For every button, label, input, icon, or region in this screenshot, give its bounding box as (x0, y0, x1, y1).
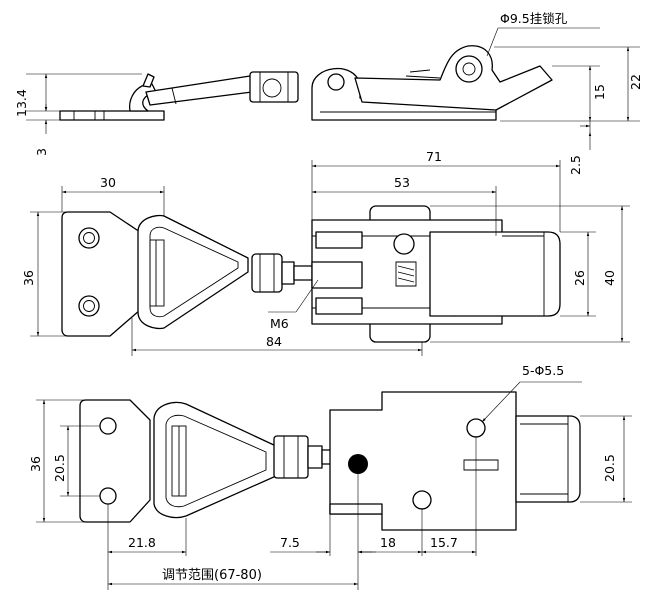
adjustment-range-label: 调节范围(67-80) (162, 568, 262, 583)
hole-note-label: Φ9.5挂锁孔 (500, 11, 568, 26)
bottom-view-dimensions: 5-Φ5.5 36 20.5 20.5 21.8 7.5 (28, 363, 632, 590)
dim-40: 40 (602, 270, 617, 286)
bottom-hook-plate (79, 399, 151, 523)
side-hook-base-plate (59, 110, 165, 121)
dim-7-5: 7.5 (280, 535, 300, 550)
dim-2-5: 2.5 (568, 155, 583, 175)
dim-13-4: 13.4 (14, 89, 29, 117)
dim-18: 18 (380, 535, 396, 550)
dim-15: 15 (592, 84, 607, 100)
side-view-dimensions: Φ9.5挂锁孔 22 15 2.5 13.4 3 (14, 11, 643, 175)
top-hook-plate (61, 211, 141, 337)
dim-53: 53 (394, 175, 410, 190)
bottom-nut (273, 435, 309, 479)
bottom-view (79, 391, 581, 531)
dim-21-8: 21.8 (128, 535, 156, 550)
dim-20-5-left: 20.5 (52, 454, 67, 482)
side-view (59, 45, 553, 121)
bottom-lever (515, 415, 581, 503)
top-view (61, 205, 561, 343)
dim-22: 22 (628, 74, 643, 90)
dim-36-bottom: 36 (28, 456, 43, 472)
side-nut-block (249, 71, 299, 103)
dim-36-top: 36 (21, 270, 36, 286)
top-lever (429, 231, 561, 317)
side-lever (354, 45, 553, 111)
bottom-rivet (348, 454, 368, 474)
dim-20-5-right: 20.5 (602, 454, 617, 482)
side-padlock-hole (455, 55, 483, 83)
top-nut (251, 253, 283, 293)
top-hook-loop (137, 214, 249, 330)
dim-15-7: 15.7 (430, 535, 458, 550)
dim-84: 84 (266, 334, 282, 349)
dim-26: 26 (572, 270, 587, 286)
dim-5-holes: 5-Φ5.5 (522, 363, 564, 378)
top-view-dimensions: 71 53 30 36 26 40 M6 84 (21, 149, 630, 356)
dim-m6: M6 (270, 316, 289, 331)
dim-71: 71 (426, 149, 442, 164)
dim-30: 30 (100, 175, 116, 190)
dim-3: 3 (34, 148, 49, 156)
side-rod (145, 75, 253, 106)
